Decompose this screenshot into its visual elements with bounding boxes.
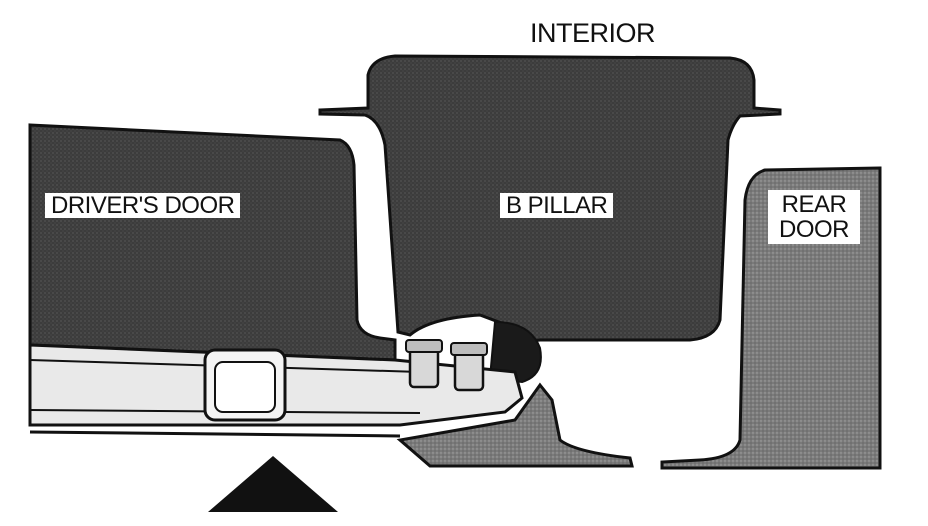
sill-baseline	[29, 430, 401, 438]
label-rear-door-line1: REAR	[781, 191, 847, 218]
beam-coupler-right	[214, 361, 276, 413]
label-interior: INTERIOR	[530, 18, 656, 48]
bolt	[405, 339, 443, 389]
label-drivers-door: DRIVER'S DOOR	[45, 193, 241, 218]
drivers-door-panel	[28, 123, 397, 362]
label-rear-door-line2: DOOR	[779, 216, 850, 244]
pillar-flange-bracket	[396, 382, 634, 468]
label-rear-door: REAR DOOR	[768, 190, 860, 245]
rubber-seal	[488, 320, 542, 384]
bolt	[450, 342, 488, 392]
label-b-pillar: B PILLAR	[500, 193, 614, 218]
impact-direction-arrow-icon	[208, 456, 338, 512]
